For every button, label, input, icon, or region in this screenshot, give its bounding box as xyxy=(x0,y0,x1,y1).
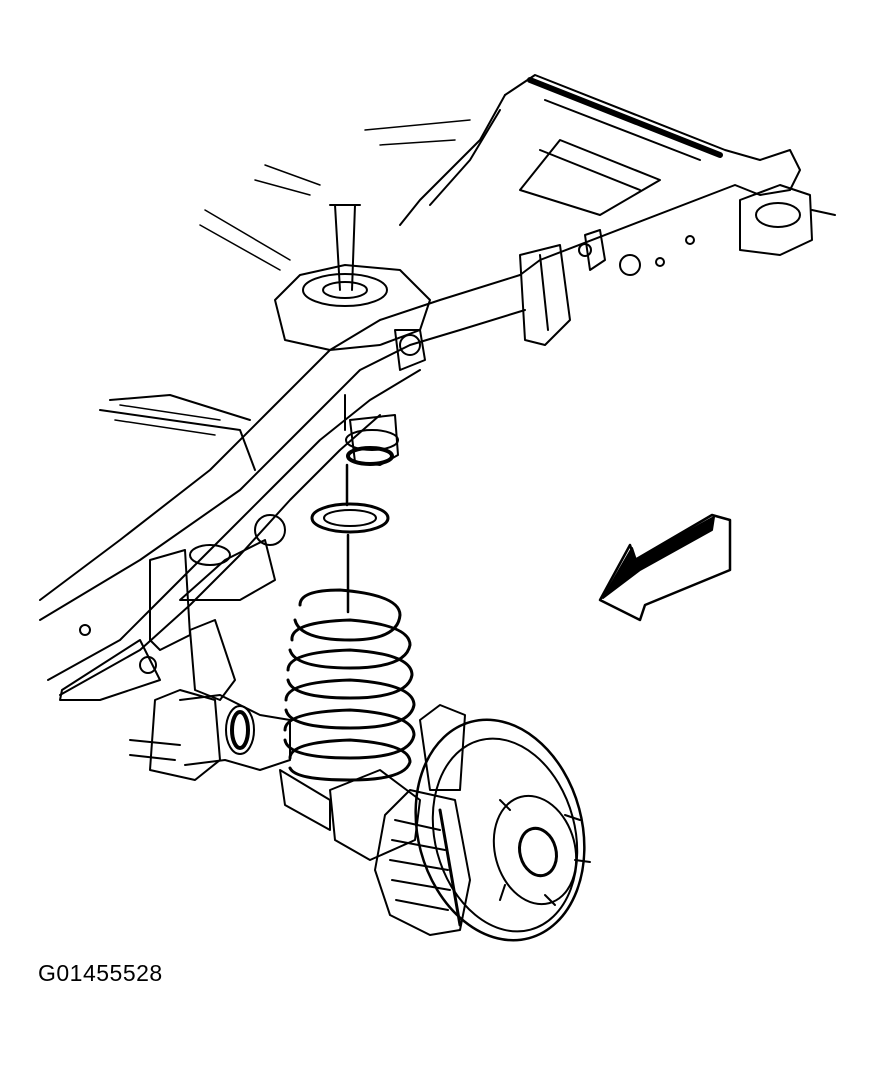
brake-rotor-and-hub xyxy=(392,701,608,960)
spring-insulator xyxy=(312,504,388,532)
figure-id-label: G01455528 xyxy=(38,960,163,986)
frame-side-rail xyxy=(40,275,525,700)
upper-spring-seat xyxy=(275,205,430,350)
jounce-bumper xyxy=(345,395,398,465)
body-outline-lines xyxy=(115,120,470,435)
axle-housing xyxy=(130,620,420,860)
coil-spring xyxy=(285,590,414,780)
brake-caliper xyxy=(375,705,470,935)
forward-direction-arrow-icon xyxy=(600,515,730,620)
frame-rear-section xyxy=(400,75,835,345)
installation-alignment-line xyxy=(347,465,348,612)
